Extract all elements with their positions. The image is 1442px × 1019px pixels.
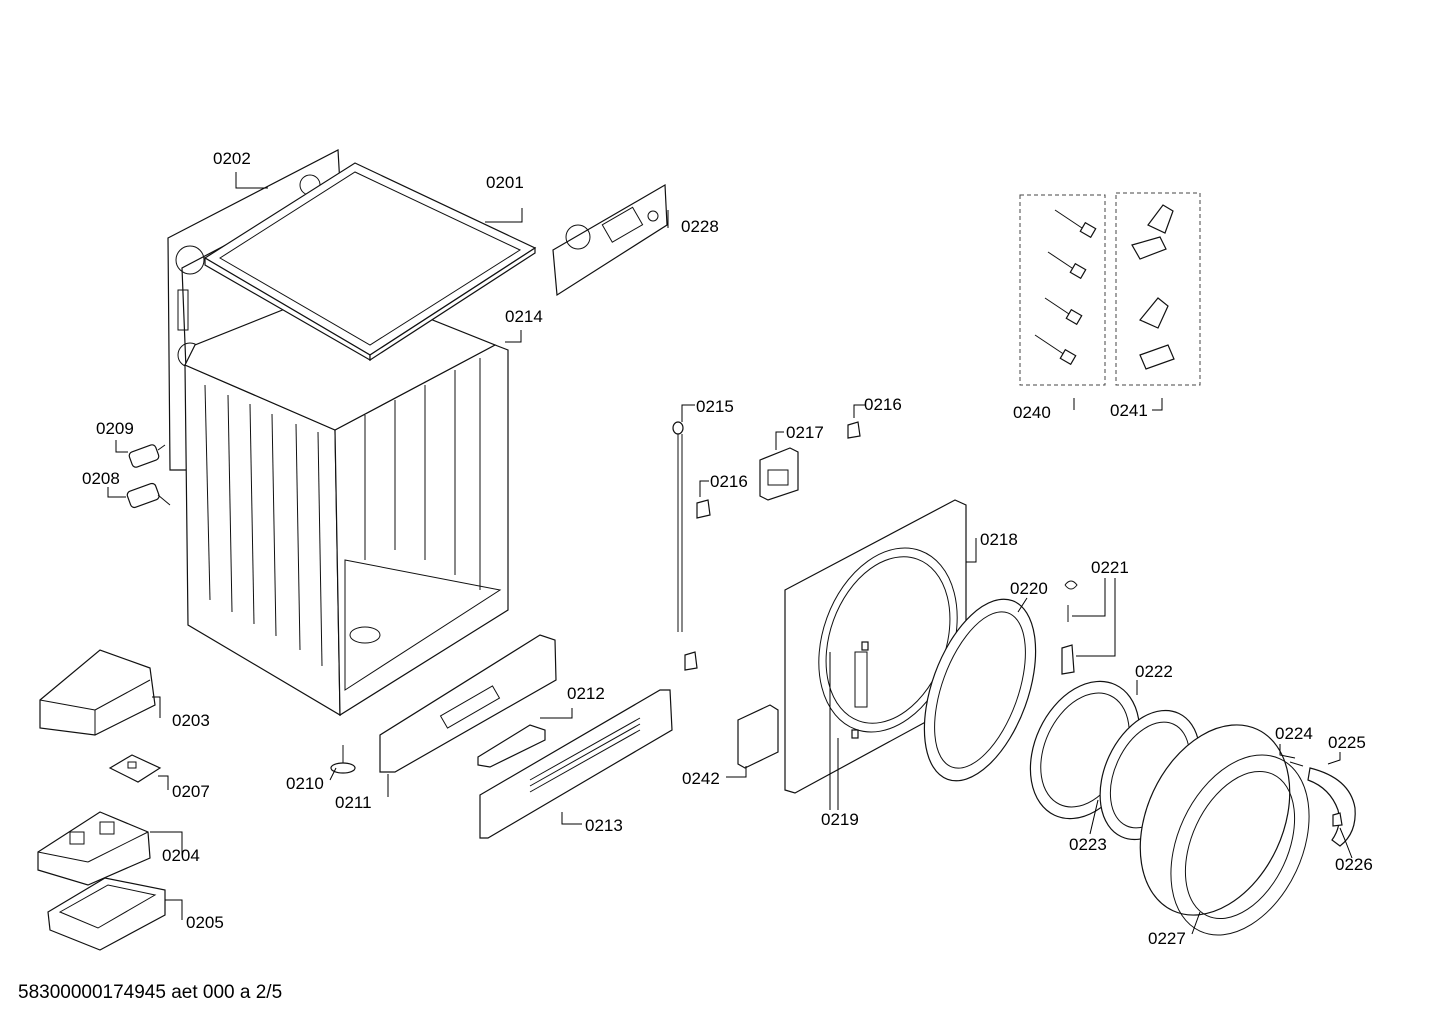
door-outer-frame	[1139, 724, 1310, 936]
door-handle	[1289, 761, 1356, 847]
label-0214: 0214	[505, 307, 543, 326]
part-0205	[47, 877, 166, 951]
label-0228: 0228	[681, 217, 719, 236]
label-0213: 0213	[585, 816, 623, 835]
label-0209: 0209	[96, 419, 134, 438]
clip-0216-lower	[696, 499, 711, 519]
kit-0241	[1115, 192, 1201, 386]
base-frame	[379, 634, 557, 773]
label-0215: 0215	[696, 397, 734, 416]
label-0208: 0208	[82, 469, 120, 488]
label-0207: 0207	[172, 782, 210, 801]
control-panel	[552, 183, 668, 297]
label-0222: 0222	[1135, 662, 1173, 681]
label-0212: 0212	[567, 684, 605, 703]
label-0201: 0201	[486, 173, 524, 192]
label-0217: 0217	[786, 423, 824, 442]
label-0218: 0218	[980, 530, 1018, 549]
cabinet-frame	[184, 284, 509, 717]
label-0210: 0210	[286, 774, 324, 793]
door-lock-rod	[672, 421, 684, 632]
label-0225: 0225	[1328, 733, 1366, 752]
part-0209	[128, 444, 166, 468]
label-0241: 0241	[1110, 401, 1148, 420]
leader-lines	[107, 172, 1353, 935]
clip-lower-rod	[684, 651, 698, 671]
label-0226: 0226	[1335, 855, 1373, 874]
kit-0240	[1019, 194, 1106, 386]
part-0221	[1061, 580, 1078, 675]
label-0202: 0202	[213, 149, 251, 168]
label-0216-upper: 0216	[864, 395, 902, 414]
label-0204: 0204	[162, 846, 200, 865]
label-0240: 0240	[1013, 403, 1051, 422]
clip-0216-upper	[847, 421, 861, 439]
part-0204	[37, 811, 151, 886]
document-footer-code: 58300000174945 aet 000 a 2/5	[18, 982, 283, 1003]
kick-plate	[479, 689, 673, 839]
label-0224: 0224	[1275, 724, 1313, 743]
part-0208	[126, 482, 171, 509]
part-0207	[108, 754, 162, 783]
door-lock	[759, 447, 799, 501]
label-0219: 0219	[821, 810, 859, 829]
door-seal-ring	[923, 598, 1037, 782]
top-cover	[203, 162, 537, 362]
filter-flap	[477, 724, 546, 768]
label-0220: 0220	[1010, 579, 1048, 598]
part-0203	[39, 649, 156, 736]
hinge-pins	[851, 641, 869, 739]
insulation-pad	[737, 704, 779, 769]
label-0203: 0203	[172, 711, 210, 730]
label-0216-lower: 0216	[710, 472, 748, 491]
label-0227: 0227	[1148, 929, 1186, 948]
part-labels: 0202 0201 0228 0214 0209 0208 0203 0207 …	[82, 149, 1373, 948]
adjustable-foot	[330, 745, 356, 774]
label-0223: 0223	[1069, 835, 1107, 854]
label-0211: 0211	[335, 793, 372, 812]
label-0205: 0205	[186, 913, 224, 932]
label-0221: 0221	[1091, 558, 1129, 577]
label-0242: 0242	[682, 769, 720, 788]
